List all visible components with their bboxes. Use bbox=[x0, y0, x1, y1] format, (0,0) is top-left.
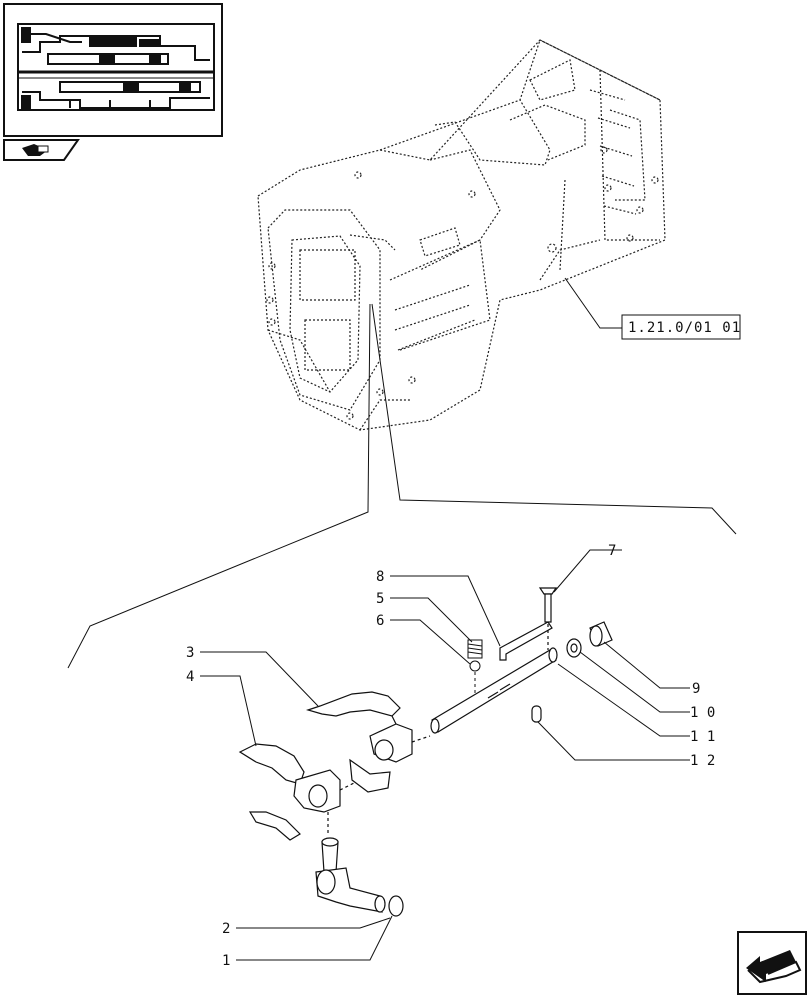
callout-12: 1 2 bbox=[690, 753, 715, 769]
callout-1: 1 bbox=[222, 953, 230, 969]
o-ring-1 bbox=[388, 895, 404, 917]
pin-12 bbox=[531, 705, 542, 723]
previous-page-arrow-icon bbox=[746, 950, 802, 984]
shift-fork-4 bbox=[238, 743, 357, 841]
transmission-housing bbox=[257, 39, 666, 431]
callout-11: 1 1 bbox=[690, 729, 715, 745]
detent-ball-spring bbox=[467, 639, 483, 696]
callout-9: 9 bbox=[692, 681, 700, 697]
leader-lines bbox=[200, 549, 690, 961]
bush-9 bbox=[589, 621, 613, 647]
zoom-guide-lines bbox=[67, 303, 737, 669]
callout-5: 5 bbox=[376, 591, 384, 607]
callout-8: 8 bbox=[376, 569, 384, 585]
callout-3: 3 bbox=[186, 645, 194, 661]
callout-10: 1 0 bbox=[690, 705, 715, 721]
previous-page-button[interactable] bbox=[737, 931, 807, 995]
callout-6: 6 bbox=[376, 613, 384, 629]
callout-7: 7 bbox=[608, 543, 616, 559]
selector-rail bbox=[430, 647, 558, 734]
callout-4: 4 bbox=[186, 669, 194, 685]
screw-7 bbox=[538, 587, 558, 650]
thumbnail-panel[interactable] bbox=[3, 3, 223, 161]
reference-text: 1.21.0/01 01 bbox=[628, 320, 741, 336]
reference-box[interactable]: 1.21.0/01 01 bbox=[564, 277, 741, 340]
callout-labels: 1 2 3 4 5 6 7 8 9 1 0 1 1 1 2 bbox=[186, 543, 715, 969]
washer-10 bbox=[566, 638, 582, 658]
callout-2: 2 bbox=[222, 921, 230, 937]
shift-shaft-2 bbox=[315, 837, 386, 913]
tractor-part-icon[interactable] bbox=[3, 139, 80, 161]
transmission-section-thumbnail bbox=[17, 23, 215, 111]
shift-fork-3 bbox=[305, 691, 431, 793]
